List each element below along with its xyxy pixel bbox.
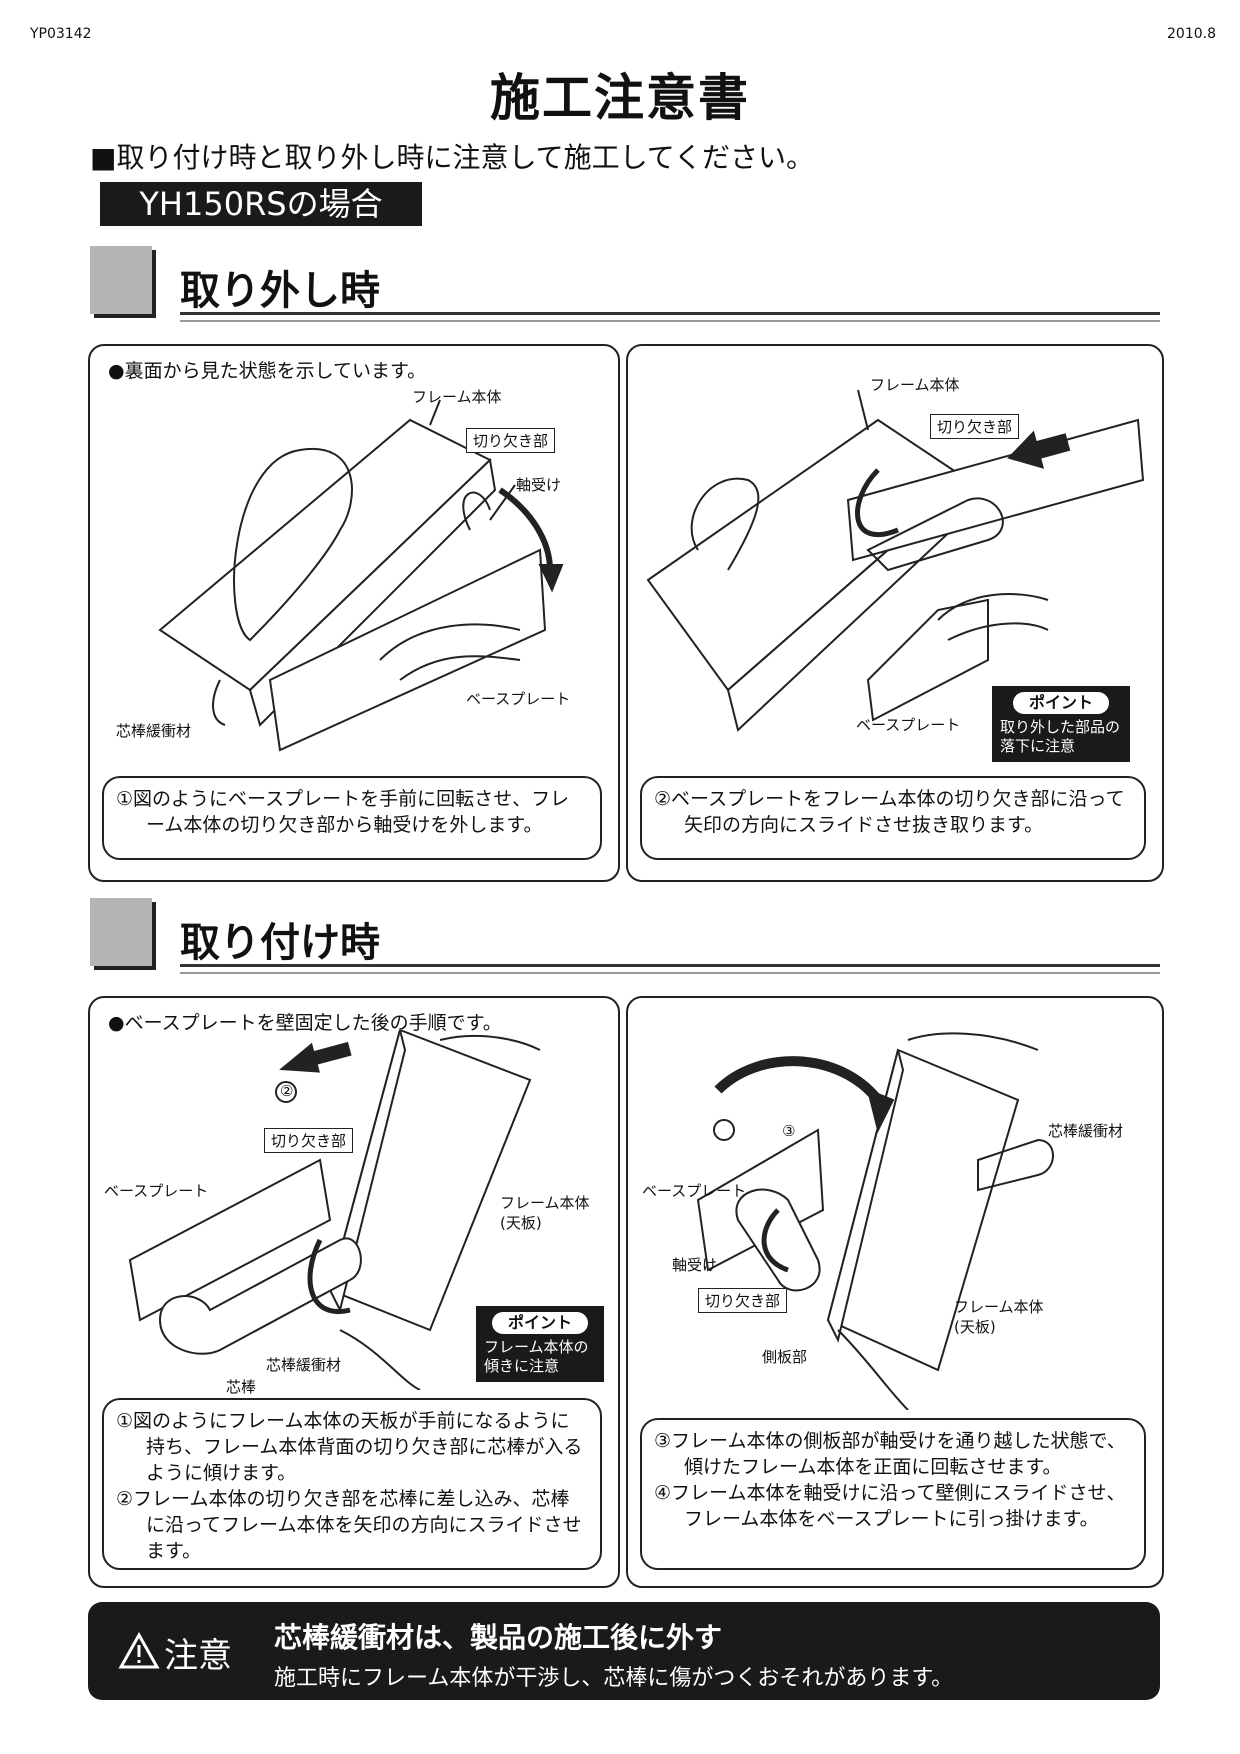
label-cushion: 芯棒緩衝材 bbox=[116, 722, 192, 740]
caution-label: 注意 bbox=[164, 1636, 232, 1676]
label-step-3: ③ bbox=[782, 1122, 796, 1140]
caption-steps-1-2: ①図のようにフレーム本体の天板が手前になるように持ち、フレーム本体背面の切り欠き… bbox=[102, 1398, 602, 1570]
label-base-plate: ベースプレート bbox=[104, 1182, 209, 1200]
section-rule bbox=[180, 312, 1160, 315]
panel-note: ●裏面から見た状態を示しています。 bbox=[108, 360, 427, 382]
page-title: 施工注意書 bbox=[490, 69, 750, 127]
model-label: YH150RSの場合 bbox=[100, 182, 422, 226]
document-id: YP03142 bbox=[30, 26, 92, 42]
intro-text: ■取り付け時と取り外し時に注意して施工してください。 bbox=[90, 141, 814, 174]
label-step-2: ② bbox=[280, 1082, 294, 1100]
label-cushion: 芯棒緩衝材 bbox=[1048, 1122, 1124, 1140]
label-frame: フレーム本体 bbox=[500, 1194, 590, 1212]
label-bearing: 軸受け bbox=[516, 476, 562, 494]
caution-title: 芯棒緩衝材は、製品の施工後に外す bbox=[274, 1621, 723, 1654]
install-illustration-1 bbox=[128, 1030, 541, 1390]
panel-note: ●ベースプレートを壁固定した後の手順です。 bbox=[108, 1012, 502, 1034]
removal-illustration-2 bbox=[646, 389, 1145, 732]
label-notch: 切り欠き部 bbox=[466, 428, 556, 453]
section-rule bbox=[180, 964, 1160, 967]
removal-illustration-1 bbox=[158, 399, 564, 752]
label-top-board: (天板) bbox=[500, 1214, 542, 1232]
install-heading: 取り付け時 bbox=[180, 920, 380, 966]
label-frame: フレーム本体 bbox=[412, 388, 502, 406]
point-text: 取り外した部品の落下に注意 bbox=[1000, 718, 1121, 755]
section-rule bbox=[180, 972, 1160, 974]
section-marker bbox=[90, 898, 152, 966]
point-box: ポイント 取り外した部品の落下に注意 bbox=[992, 686, 1130, 762]
caution-banner: 注意 芯棒緩衝材は、製品の施工後に外す 施工時にフレーム本体が干渉し、芯棒に傷が… bbox=[88, 1602, 1160, 1700]
label-bearing: 軸受け bbox=[672, 1256, 718, 1274]
point-box: ポイント フレーム本体の傾きに注意 bbox=[476, 1306, 604, 1382]
document-date: 2010.8 bbox=[1167, 26, 1216, 42]
label-notch: 切り欠き部 bbox=[264, 1128, 354, 1153]
label-cushion: 芯棒緩衝材 bbox=[266, 1356, 342, 1374]
install-illustration-2 bbox=[696, 1032, 1054, 1410]
label-base-plate: ベースプレート bbox=[856, 716, 961, 734]
label-base-plate: ベースプレート bbox=[466, 690, 571, 708]
point-badge: ポイント bbox=[492, 1312, 588, 1334]
removal-heading: 取り外し時 bbox=[180, 268, 380, 314]
caption-steps-3-4: ③フレーム本体の側板部が軸受けを通り越した状態で、傾けたフレーム本体を正面に回転… bbox=[640, 1418, 1146, 1570]
caution-text: 施工時にフレーム本体が干渉し、芯棒に傷がつくおそれがあります。 bbox=[274, 1666, 954, 1691]
caption-step-2: ②ベースプレートをフレーム本体の切り欠き部に沿って矢印の方向にスライドさせ抜き取… bbox=[640, 776, 1146, 860]
point-text: フレーム本体の傾きに注意 bbox=[484, 1338, 589, 1375]
caption-step-1: ①図のようにベースプレートを手前に回転させ、フレーム本体の切り欠き部から軸受けを… bbox=[102, 776, 602, 860]
label-side-plate: 側板部 bbox=[762, 1348, 808, 1366]
section-marker bbox=[90, 246, 152, 314]
label-core-rod: 芯棒 bbox=[226, 1378, 257, 1396]
warning-triangle-icon bbox=[118, 1632, 160, 1669]
label-base-plate: ベースプレート bbox=[642, 1182, 747, 1200]
point-badge: ポイント bbox=[1013, 692, 1109, 714]
label-notch: 切り欠き部 bbox=[698, 1288, 788, 1313]
section-rule bbox=[180, 320, 1160, 322]
label-top-board: (天板) bbox=[954, 1318, 996, 1336]
label-notch: 切り欠き部 bbox=[930, 414, 1020, 439]
label-frame: フレーム本体 bbox=[954, 1298, 1044, 1316]
label-frame: フレーム本体 bbox=[870, 376, 960, 394]
